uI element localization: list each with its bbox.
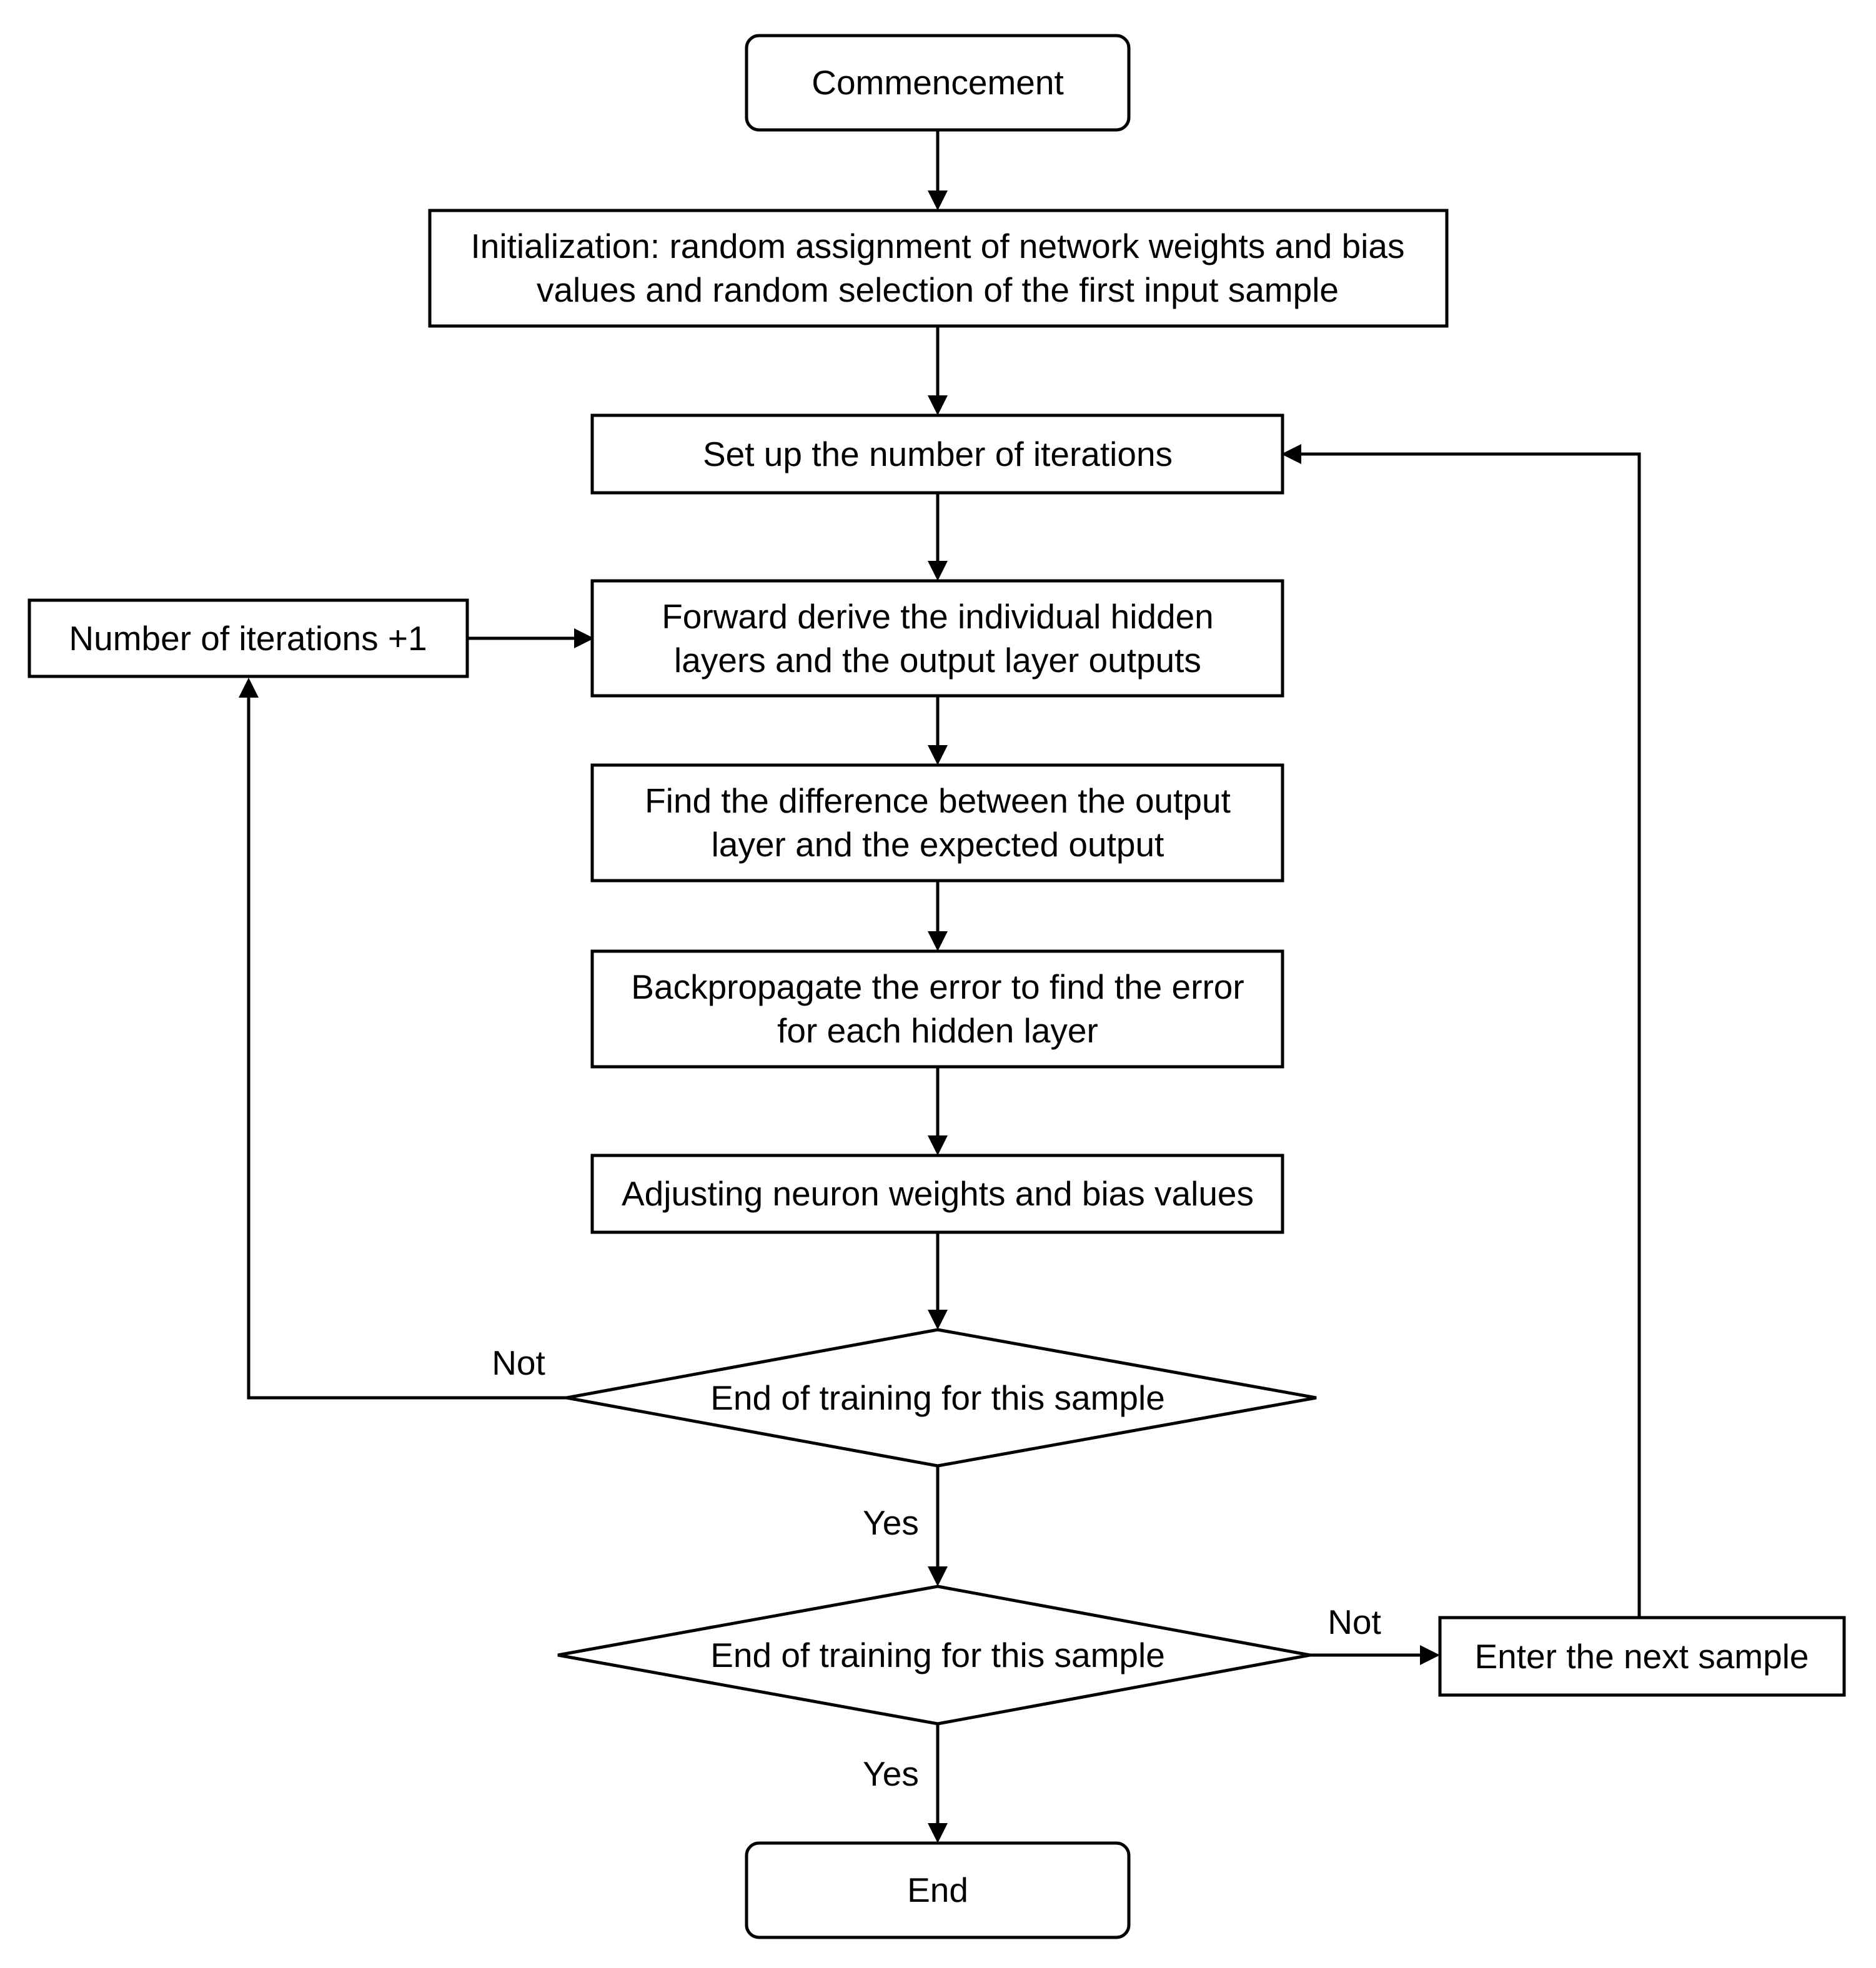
- init-label-line-1: Initialization: random assignment of net…: [471, 227, 1405, 265]
- adjust-box: [590, 1154, 1284, 1234]
- backprop-label-line-2: for each hidden layer: [777, 1011, 1098, 1050]
- end-terminal: [745, 1841, 1131, 1939]
- decision2-label: End of training for this sample: [710, 1636, 1165, 1674]
- iterations-box: [27, 598, 469, 678]
- setup-label: Set up the number of iterations: [703, 435, 1173, 473]
- forward-label-line-1: Forward derive the individual hidden: [662, 597, 1214, 636]
- arrowhead-forward-side: [574, 628, 594, 648]
- backprop-box: [590, 949, 1284, 1069]
- decision2-diamond: [557, 1585, 1311, 1726]
- node-next-sample: Enter the next sample: [1438, 1616, 1846, 1697]
- arrowhead-decision2: [928, 1566, 948, 1586]
- edge-decision1-not-loop: [247, 693, 567, 1400]
- difference-label-line-2: layer and the expected output: [712, 825, 1164, 864]
- arrowhead-end: [928, 1823, 948, 1843]
- forward-label-line-2: layers and the output layer outputs: [674, 641, 1201, 680]
- arrowhead-difference: [928, 745, 948, 765]
- edge-labels: Not Yes Not Yes: [492, 1343, 1381, 1793]
- node-difference: Find the difference between the output l…: [590, 763, 1284, 883]
- iterations-label: Number of iterations +1: [69, 619, 427, 658]
- decision2-not-label: Not: [1328, 1603, 1381, 1641]
- end-label: End: [907, 1871, 968, 1909]
- node-setup: Set up the number of iterations: [590, 413, 1284, 495]
- arrowhead-decision1: [928, 1310, 948, 1330]
- decision1-diamond: [566, 1328, 1317, 1468]
- decision1-yes-label: Yes: [863, 1503, 919, 1542]
- arrowhead-adjust: [928, 1135, 948, 1155]
- node-iterations: Number of iterations +1: [27, 598, 469, 678]
- node-start: Commencement: [745, 34, 1131, 132]
- adjust-label: Adjusting neuron weights and bias values: [622, 1174, 1254, 1213]
- start-label: Commencement: [811, 63, 1063, 102]
- next-sample-label: Enter the next sample: [1474, 1637, 1809, 1676]
- decision1-label: End of training for this sample: [710, 1378, 1165, 1417]
- forward-box: [590, 579, 1284, 698]
- start-terminal: [745, 34, 1131, 132]
- connectors: [239, 130, 1641, 1843]
- node-decision1: End of training for this sample: [566, 1328, 1317, 1468]
- edge-next-sample-loop: [1297, 452, 1641, 1618]
- setup-box: [590, 413, 1284, 495]
- init-label-line-2: values and random selection of the first…: [537, 270, 1339, 309]
- arrowhead-backprop: [928, 931, 948, 951]
- arrowhead-next-sample: [1420, 1645, 1440, 1665]
- node-decision2: End of training for this sample: [557, 1585, 1311, 1726]
- arrowhead-forward: [928, 561, 948, 581]
- node-forward: Forward derive the individual hidden lay…: [590, 579, 1284, 698]
- difference-box: [590, 763, 1284, 883]
- arrowhead-init: [928, 190, 948, 210]
- arrowhead-setup-side: [1281, 444, 1301, 464]
- next-sample-box: [1438, 1616, 1846, 1697]
- decision2-yes-label: Yes: [863, 1754, 919, 1793]
- node-backprop: Backpropagate the error to find the erro…: [590, 949, 1284, 1069]
- node-init: Initialization: random assignment of net…: [428, 209, 1449, 328]
- arrowhead-iterations: [239, 678, 259, 698]
- node-adjust: Adjusting neuron weights and bias values: [590, 1154, 1284, 1234]
- difference-label-line-1: Find the difference between the output: [645, 781, 1231, 820]
- arrowhead-setup: [928, 395, 948, 415]
- backprop-label-line-1: Backpropagate the error to find the erro…: [631, 967, 1244, 1006]
- decision1-not-label: Not: [492, 1343, 545, 1382]
- init-box: [428, 209, 1449, 328]
- node-end: End: [745, 1841, 1131, 1939]
